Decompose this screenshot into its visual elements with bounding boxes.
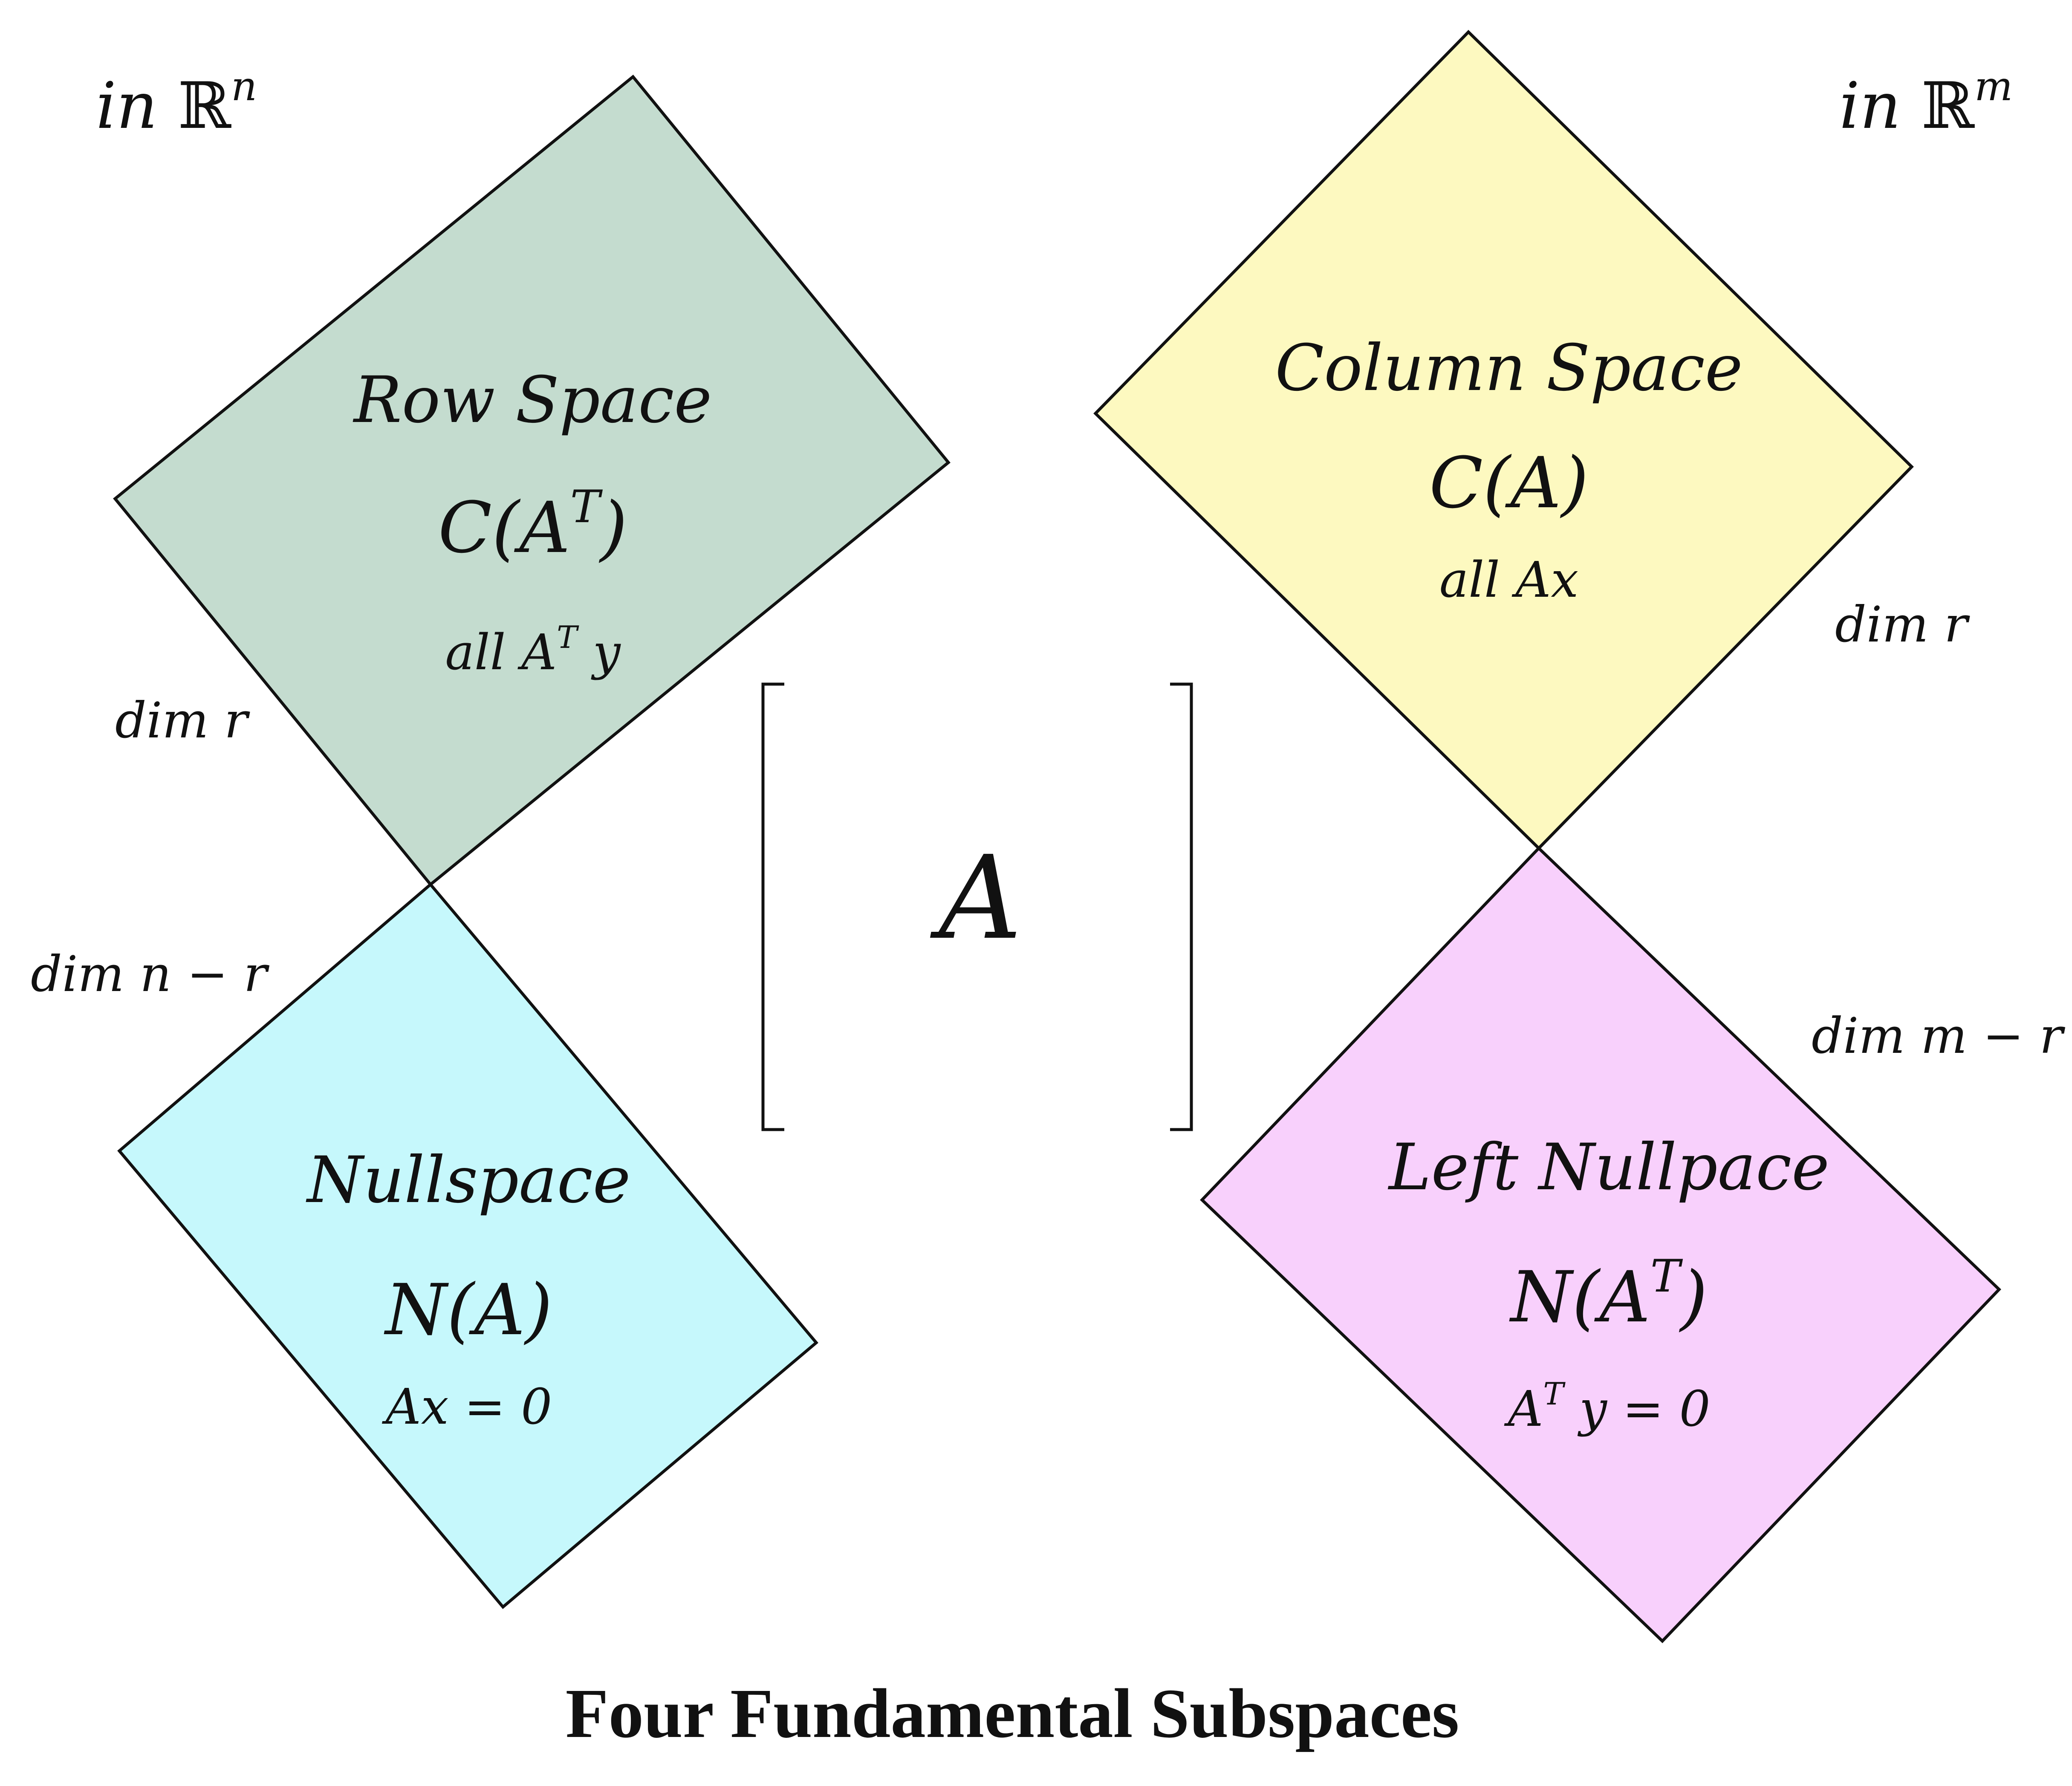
left-nullspace-name: Left Nullpace: [1387, 1130, 1829, 1205]
left-nullspace-symbol: N(AT): [1509, 1250, 1708, 1338]
row-space-symbol: C(AT): [438, 481, 627, 569]
diagram-title: Four Fundamental Subspaces: [566, 1674, 1459, 1752]
row-space-desc: all AT y: [445, 619, 621, 681]
column-space-region: [1093, 30, 1914, 850]
nullspace-region: [117, 882, 818, 1609]
dim-col-label: dim r: [1835, 596, 1970, 653]
matrix-right-bracket: [1170, 682, 1193, 1131]
row-space-name: Row Space: [353, 363, 712, 437]
dim-null-label: dim n − r: [31, 946, 270, 1003]
column-space-desc: all Ax: [1439, 552, 1579, 609]
matrix-left-bracket: [761, 682, 784, 1131]
dim-row-label: dim r: [115, 692, 250, 749]
space-label-left: in ℝn: [96, 63, 257, 143]
nullspace-desc: Ax = 0: [382, 1379, 552, 1436]
space-label-right: in ℝm: [1839, 63, 2013, 143]
nullspace-symbol: N(A): [384, 1269, 552, 1351]
matrix-label: A: [930, 831, 1022, 965]
column-space-name: Column Space: [1275, 331, 1743, 405]
left-nullspace-desc: AT y = 0: [1504, 1376, 1710, 1438]
column-space-symbol: C(A): [1429, 442, 1589, 524]
nullspace-name: Nullspace: [306, 1143, 630, 1217]
left-nullspace-region: [1200, 846, 2001, 1643]
dim-leftnull-label: dim m − r: [1812, 1008, 2066, 1065]
row-space-region: [113, 75, 951, 887]
